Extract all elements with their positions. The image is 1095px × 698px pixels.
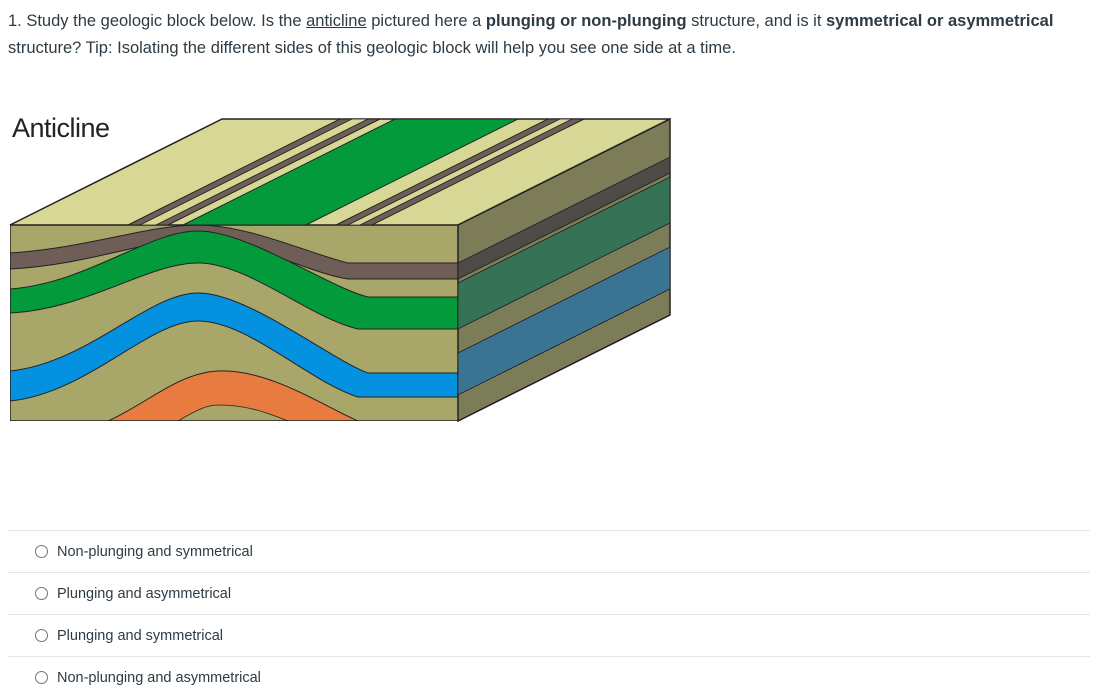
answer-label: Non-plunging and asymmetrical bbox=[57, 669, 261, 686]
answer-label: Non-plunging and symmetrical bbox=[57, 543, 253, 560]
question-prefix: 1. Study the geologic block below. Is th… bbox=[8, 12, 307, 30]
answer-option-1[interactable]: Non-plunging and symmetrical bbox=[8, 530, 1090, 572]
radio-button-icon[interactable] bbox=[35, 671, 48, 684]
question-bold-symmetry: symmetrical or asymmetrical bbox=[825, 12, 1054, 30]
anticline-block-diagram bbox=[9, 117, 671, 423]
figure-label: Anticline bbox=[12, 113, 110, 143]
block-side-face bbox=[457, 117, 671, 423]
radio-button-icon[interactable] bbox=[35, 629, 48, 642]
radio-button-icon[interactable] bbox=[35, 545, 48, 558]
question-part3: structure, and is it bbox=[686, 12, 826, 30]
question-bold-plunging: plunging or non-plunging bbox=[485, 12, 687, 30]
question-text: 1. Study the geologic block below. Is th… bbox=[8, 8, 1088, 62]
question-part4: structure? Tip: Isolating the different … bbox=[8, 39, 736, 57]
anticline-link[interactable]: anticline bbox=[306, 12, 367, 30]
answer-option-2[interactable]: Plunging and asymmetrical bbox=[8, 572, 1090, 614]
answer-label: Plunging and symmetrical bbox=[57, 627, 224, 644]
answer-option-4[interactable]: Non-plunging and asymmetrical bbox=[8, 656, 1090, 698]
radio-button-icon[interactable] bbox=[35, 587, 48, 600]
answer-option-3[interactable]: Plunging and symmetrical bbox=[8, 614, 1090, 656]
answer-label: Plunging and asymmetrical bbox=[57, 585, 232, 602]
block-front-face bbox=[10, 225, 458, 421]
question-part2: pictured here a bbox=[366, 12, 486, 30]
answer-options: Non-plunging and symmetrical Plunging an… bbox=[8, 530, 1090, 698]
